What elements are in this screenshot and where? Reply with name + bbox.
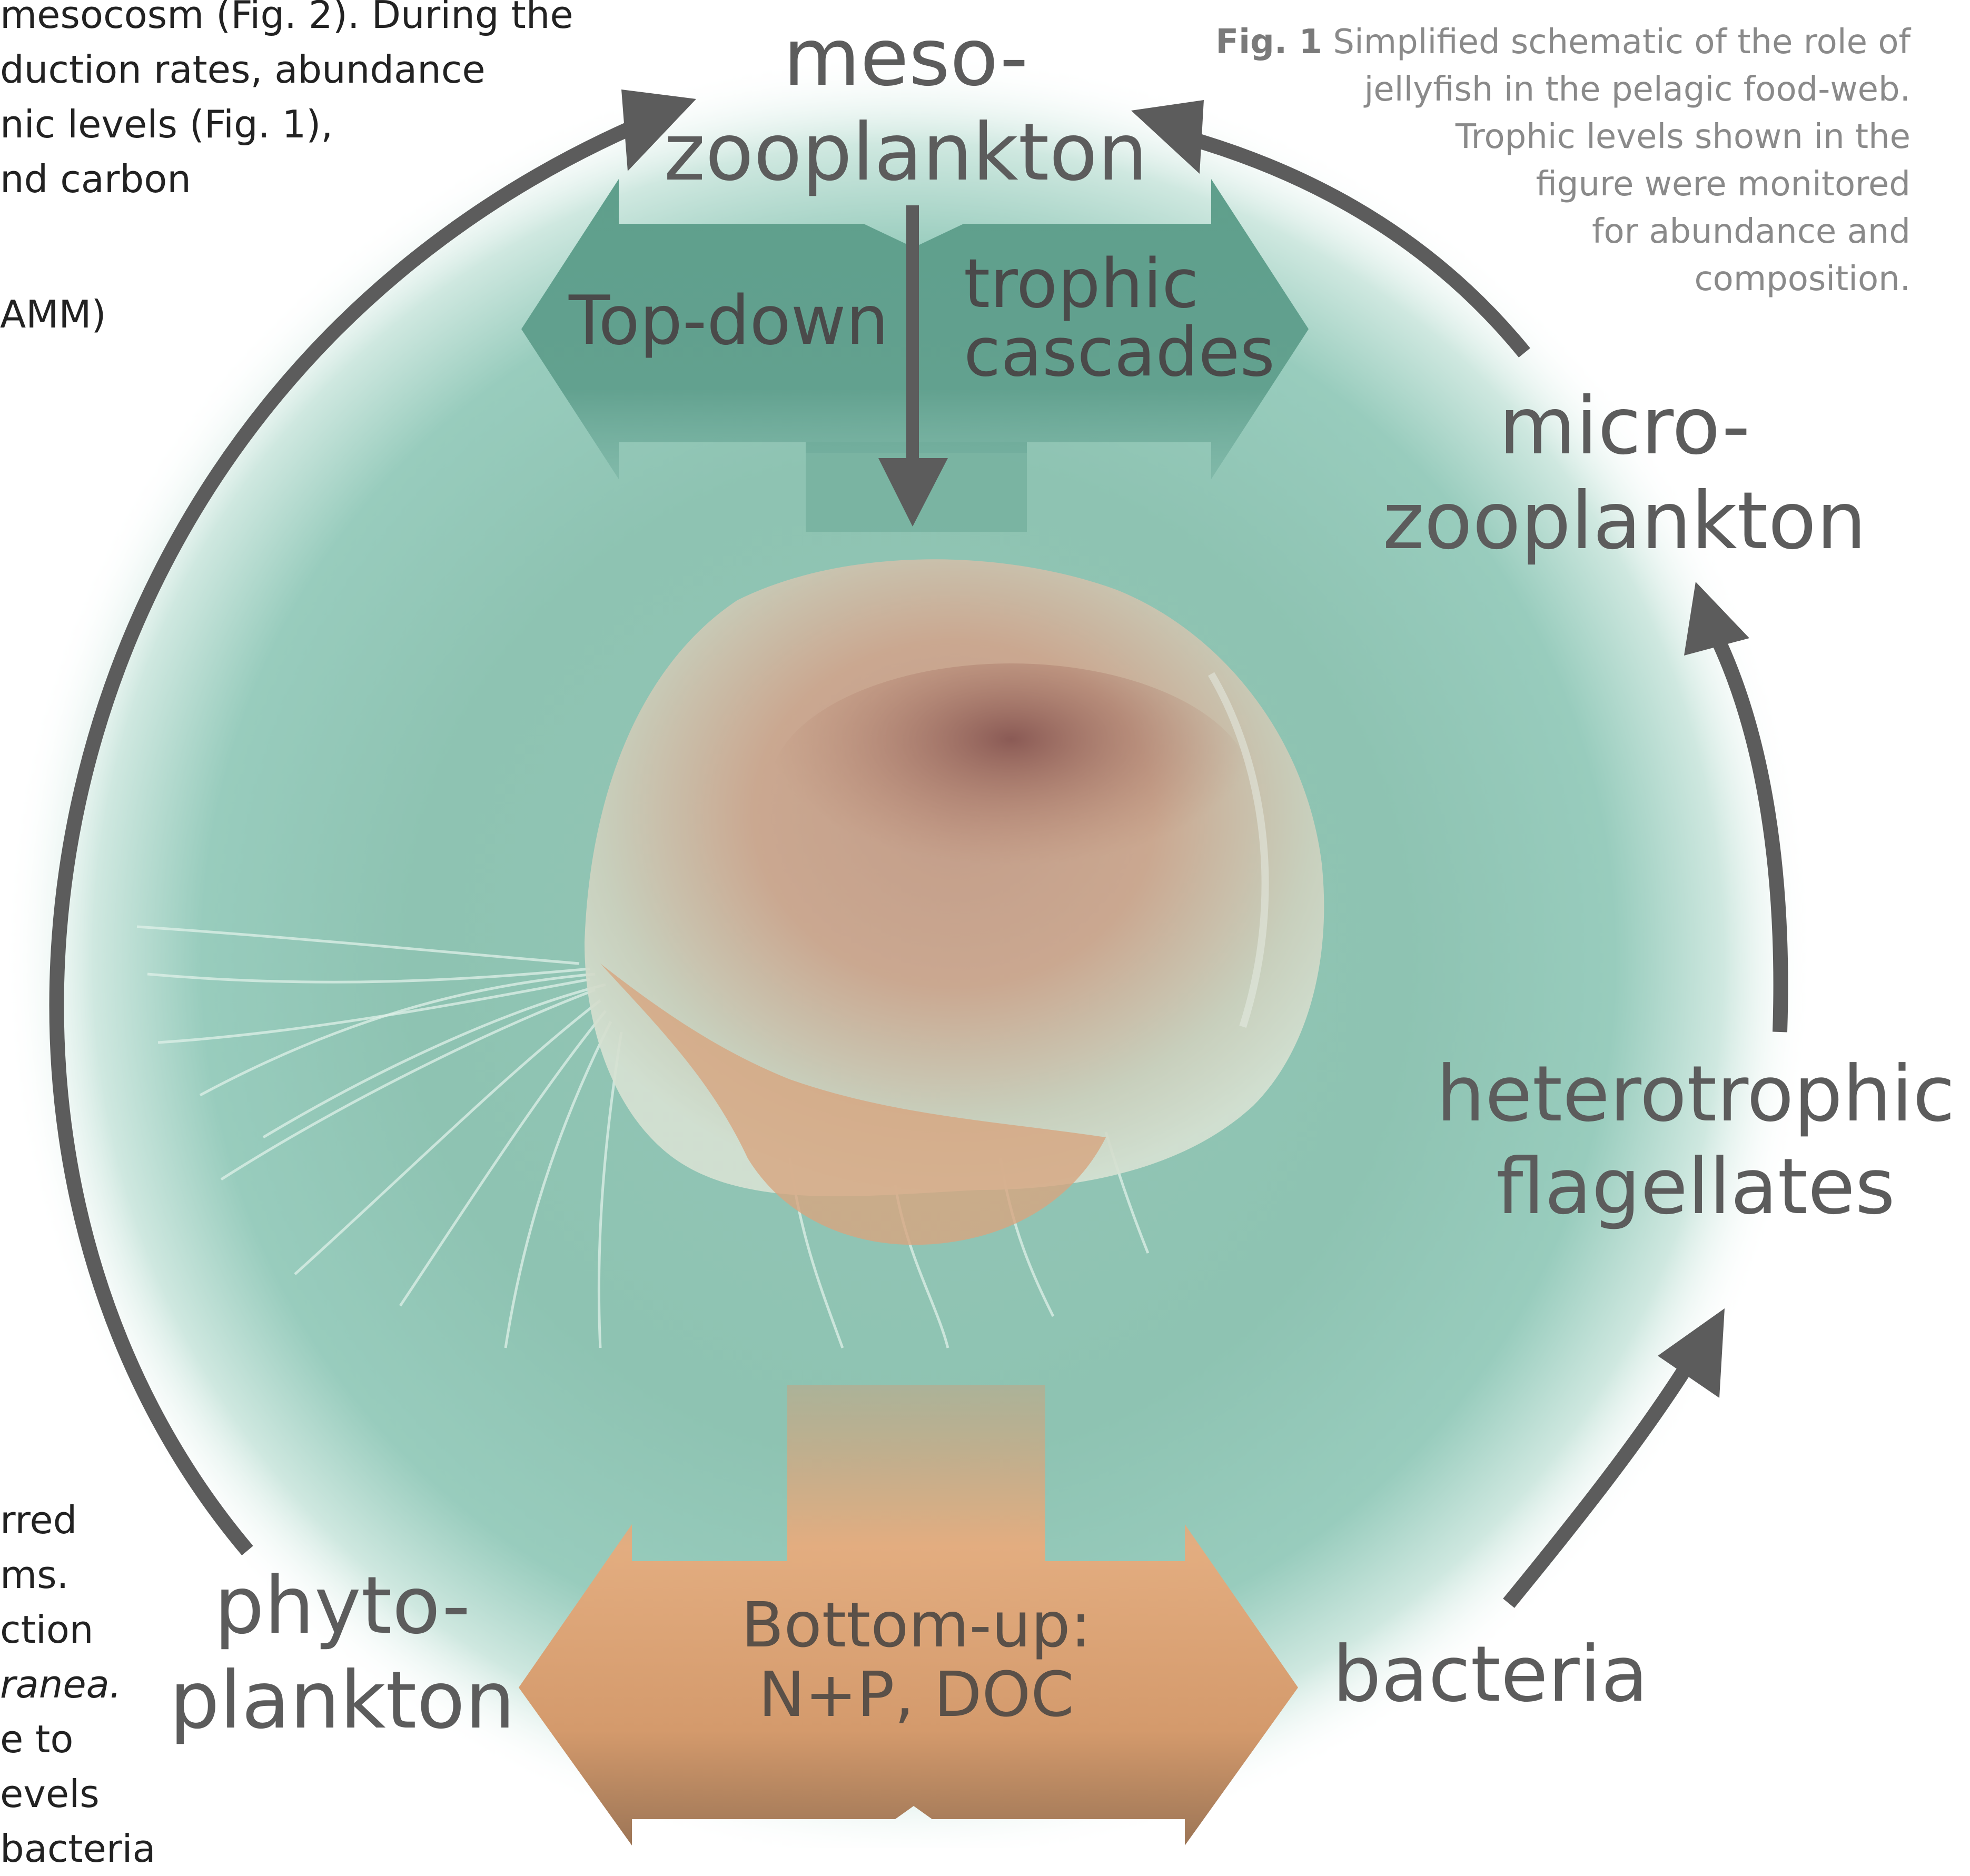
body-text-line: e to	[0, 1712, 156, 1766]
jellyfish-gut	[769, 663, 1253, 916]
caption-line: figure were monitored	[1121, 161, 1910, 208]
level-label-line: meso-	[642, 11, 1169, 105]
body-text-top-fragment: mesocosm (Fig. 2). During the duction ra…	[0, 0, 573, 206]
body-text-line: mesocosm (Fig. 2). During the	[0, 0, 573, 42]
level-bacteria: bacteria	[1316, 1627, 1664, 1722]
body-text-line: ction	[0, 1602, 156, 1657]
body-text-line: nic levels (Fig. 1),	[0, 97, 573, 152]
trophic-cascades-label: trophic cascades	[964, 250, 1275, 387]
caption-line: Simplified schematic of the role of	[1333, 23, 1910, 62]
arrow-label-line: N+P, DOC	[711, 1660, 1122, 1729]
caption-line: jellyfish in the pelagic food-web.	[1121, 66, 1910, 113]
level-label-line: heterotrophic	[1422, 1048, 1969, 1140]
level-label-line: micro-	[1332, 379, 1917, 474]
level-mesozooplankton: meso- zooplankton	[642, 11, 1169, 200]
caption-line: Trophic levels shown in the	[1121, 113, 1910, 161]
body-text-left-fragment: rred ms. ction ranea. e to evels bacteri…	[0, 1493, 156, 1876]
caption-line: for abundance and	[1121, 208, 1910, 255]
level-label-line: bacteria	[1316, 1627, 1664, 1722]
arrow-label-line: Top-down	[569, 282, 889, 361]
level-label-line: zooplankton	[1332, 474, 1917, 569]
level-label-line: plankton	[158, 1653, 527, 1748]
arrow-label-line: Bottom-up:	[711, 1590, 1122, 1660]
figure-label: Fig. 1	[1215, 23, 1322, 62]
level-phytoplankton: phyto- plankton	[158, 1559, 527, 1748]
body-text-line: ms.	[0, 1547, 156, 1602]
level-label-line: flagellates	[1422, 1140, 1969, 1233]
arrow-label-line: cascades	[964, 319, 1275, 387]
arrow-label-line: trophic	[964, 250, 1275, 319]
level-microzooplankton: micro- zooplankton	[1332, 379, 1917, 569]
body-text-line: AMM)	[0, 287, 106, 342]
level-label-line: zooplankton	[642, 105, 1169, 200]
body-text-line: evels	[0, 1766, 156, 1821]
body-text-line: nd carbon	[0, 152, 573, 206]
top-down-label: Top-down	[569, 282, 889, 361]
level-label-line: phyto-	[158, 1559, 527, 1653]
level-heterotrophic-flagellates: heterotrophic flagellates	[1422, 1048, 1969, 1233]
body-text-line: rred	[0, 1493, 156, 1547]
body-text-line: ranea.	[0, 1657, 156, 1712]
body-text-amm-fragment: AMM)	[0, 287, 106, 342]
bottom-up-label: Bottom-up: N+P, DOC	[711, 1590, 1122, 1729]
body-text-line: bacteria	[0, 1821, 156, 1876]
body-text-line: duction rates, abundance	[0, 42, 573, 97]
